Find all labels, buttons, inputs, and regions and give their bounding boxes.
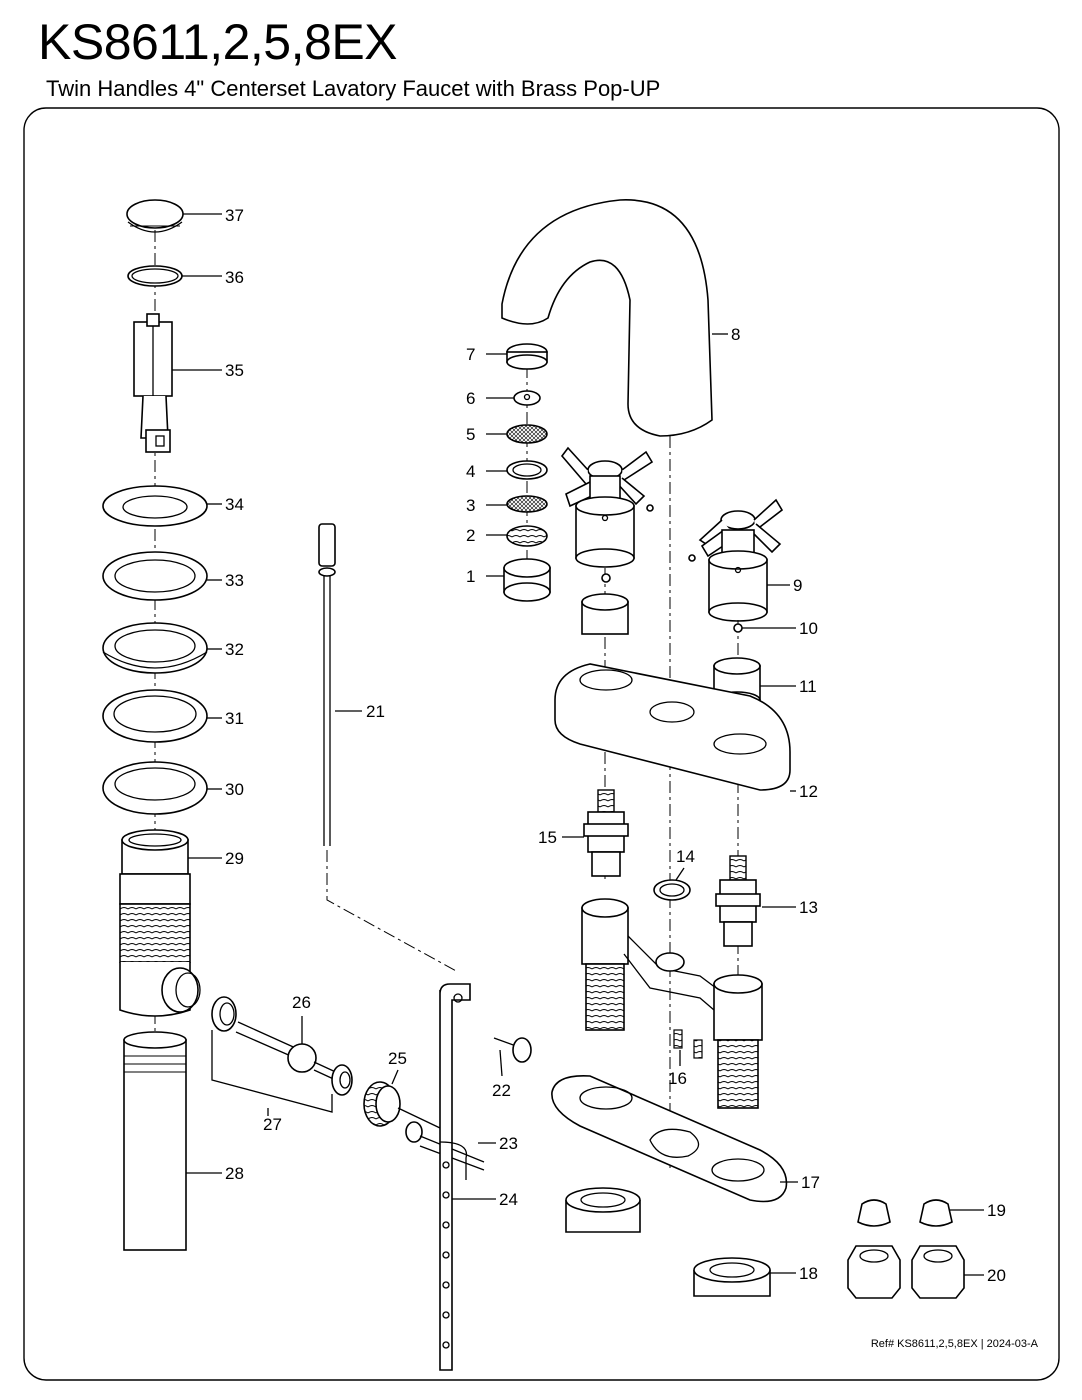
- callout-23: 23: [499, 1134, 518, 1153]
- lift-rod-assembly: [318, 523, 532, 1371]
- callout-28: 28: [225, 1164, 244, 1183]
- part-18-mounting-nut: [565, 1187, 771, 1297]
- part-15-left-cartridge: [583, 789, 629, 877]
- callout-17: 17: [801, 1173, 820, 1192]
- callout-21: 21: [366, 702, 385, 721]
- callout-24: 24: [499, 1190, 518, 1209]
- callout-22: 22: [492, 1081, 511, 1100]
- callout-13: 13: [799, 898, 818, 917]
- part-36-o-ring: [127, 265, 183, 287]
- part-17-base-plate: [551, 1075, 788, 1203]
- callout-3: 3: [466, 496, 475, 515]
- faucet-assembly: [501, 199, 965, 1299]
- callout-26: 26: [292, 993, 311, 1012]
- callout-5: 5: [466, 425, 475, 444]
- callout-29: 29: [225, 849, 244, 868]
- left-cross-handle: [560, 446, 654, 880]
- callout-20: 20: [987, 1266, 1006, 1285]
- part-9-right-cross-handle: [688, 498, 784, 1080]
- callout-10: 10: [799, 619, 818, 638]
- part-34-flange: [102, 485, 208, 527]
- callout-1: 1: [466, 567, 475, 586]
- callout-32: 32: [225, 640, 244, 659]
- part-33-gasket: [102, 551, 208, 601]
- callout-12: 12: [799, 782, 818, 801]
- part-29-drain-body: [119, 829, 201, 1017]
- callout-6: 6: [466, 389, 475, 408]
- model-number: KS8611,2,5,8EX: [38, 14, 398, 70]
- callout-8: 8: [731, 325, 740, 344]
- part-14-o-ring: [653, 879, 691, 901]
- part-19-ferrule: [857, 1199, 953, 1227]
- callout-7: 7: [466, 345, 475, 364]
- callout-numbers: 37 36 35 34 33 32 31 30 29 28 21 26 27 2…: [225, 206, 1006, 1285]
- callout-31: 31: [225, 709, 244, 728]
- callout-19: 19: [987, 1201, 1006, 1220]
- callout-4: 4: [466, 462, 475, 481]
- callout-leaders: [172, 213, 984, 1276]
- valve-body: [581, 898, 763, 1109]
- callout-36: 36: [225, 268, 244, 287]
- callout-34: 34: [225, 495, 244, 514]
- callout-2: 2: [466, 526, 475, 545]
- callout-9: 9: [793, 576, 802, 595]
- callout-30: 30: [225, 780, 244, 799]
- part-35-popup-stem: [133, 313, 173, 453]
- reference-code: Ref# KS8611,2,5,8EX | 2024-03-A: [870, 1338, 1038, 1350]
- part-37-popup-cap: [126, 199, 184, 233]
- part-13-right-cartridge: [715, 855, 761, 947]
- callout-33: 33: [225, 571, 244, 590]
- part-28-tailpiece: [123, 1031, 187, 1251]
- product-description: Twin Handles 4" Centerset Lavatory Fauce…: [46, 76, 661, 101]
- part-30-washer: [102, 761, 208, 815]
- callout-14: 14: [676, 847, 695, 866]
- drain-assembly: [102, 199, 485, 1251]
- part-32-ring: [102, 622, 208, 674]
- part-27-pivot-rod-group: [211, 996, 353, 1113]
- callout-35: 35: [225, 361, 244, 380]
- callout-18: 18: [799, 1264, 818, 1283]
- aerator-parts: [503, 343, 551, 602]
- callout-27: 27: [263, 1115, 282, 1134]
- part-31-washer: [102, 689, 208, 743]
- callout-37: 37: [225, 206, 244, 225]
- callout-11: 11: [799, 677, 817, 696]
- part-20-compression-nut: [847, 1245, 965, 1299]
- callout-16: 16: [668, 1069, 687, 1088]
- callout-15: 15: [538, 828, 557, 847]
- callout-25: 25: [388, 1049, 407, 1068]
- part-8-spout: [501, 199, 713, 437]
- drawing-frame: [23, 107, 1060, 1381]
- part-12-escutcheon: [554, 663, 791, 791]
